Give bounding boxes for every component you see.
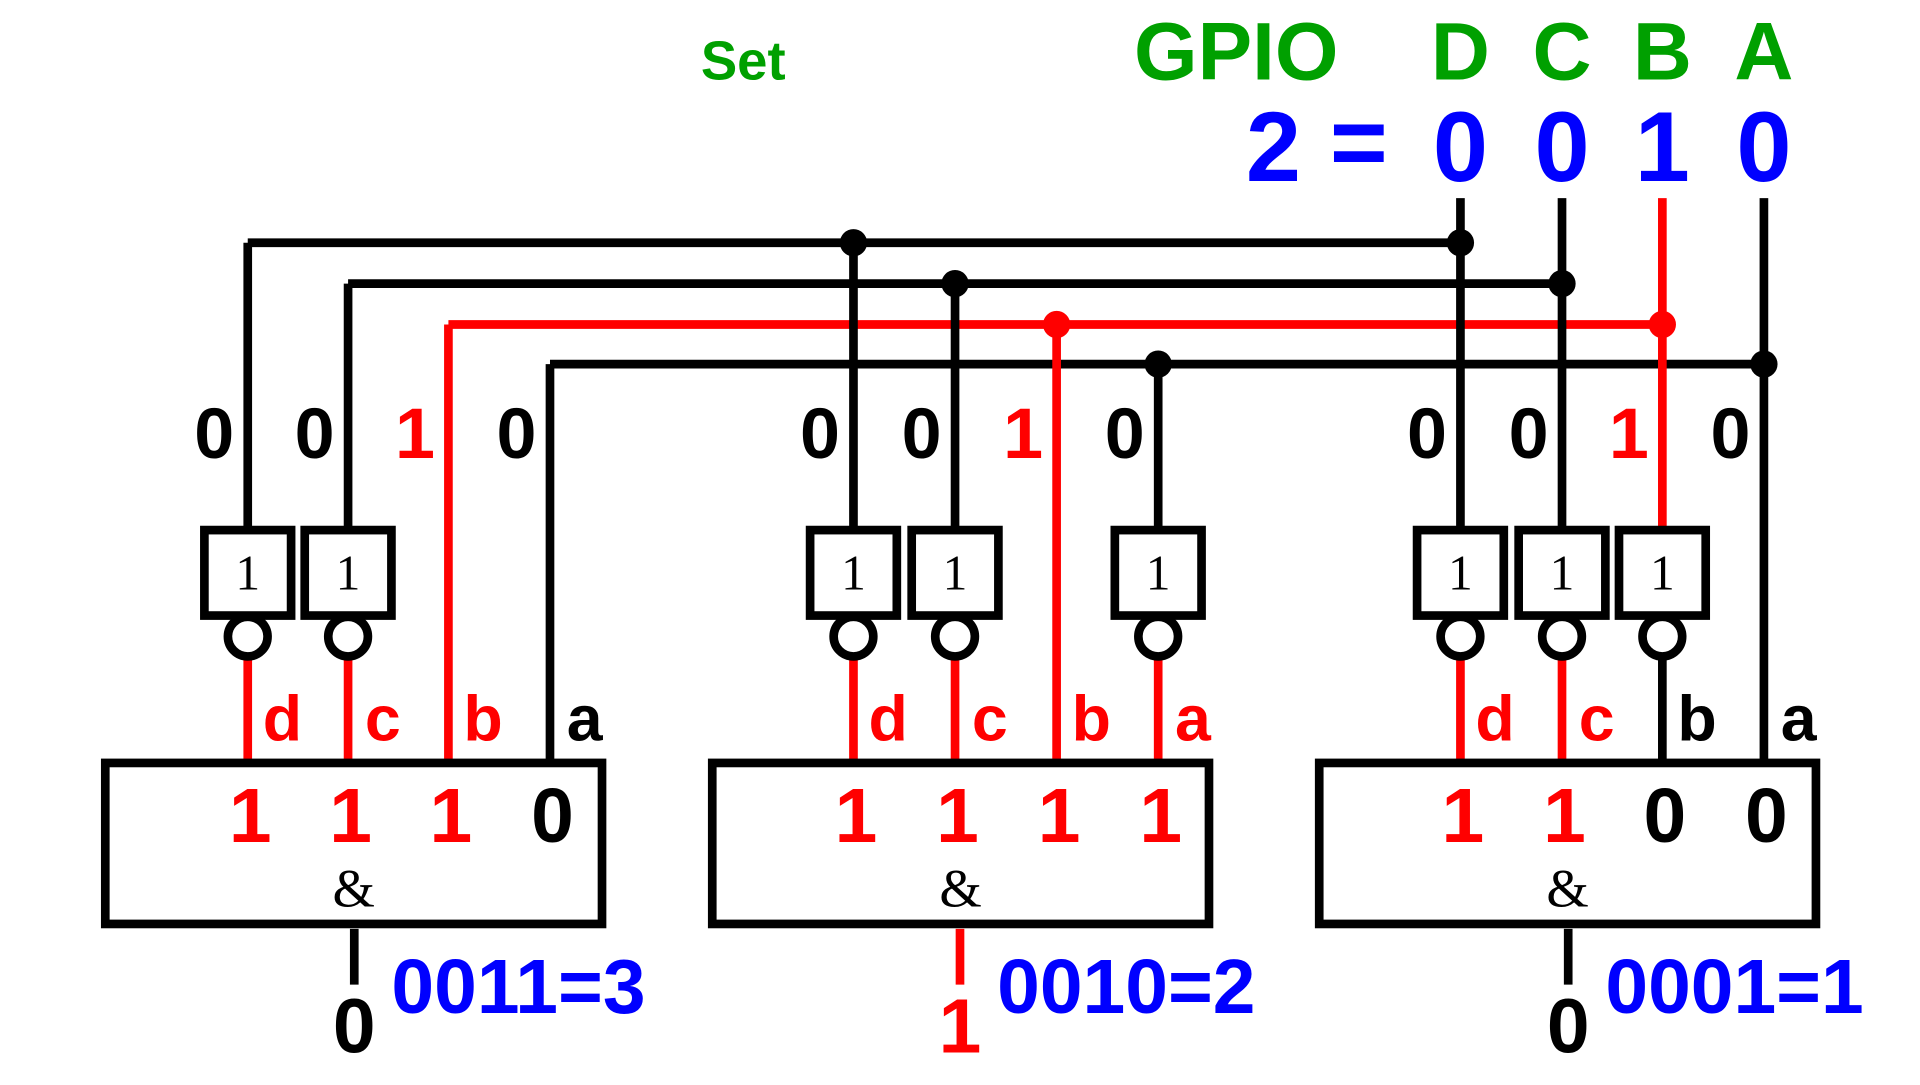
inverter-label: 1 [235,546,260,601]
gpio-pin-name-d: D [1431,6,1490,97]
set-label: Set [701,30,786,91]
decoder-2-and-input-value: 1 [835,773,878,859]
gpio-pin-name-b: B [1633,6,1692,97]
inverter-label: 1 [1550,546,1575,601]
inverter-bubble [930,612,980,661]
decoder-3-input-label: a [1781,683,1818,755]
junction-dot [839,229,868,257]
and-gate [707,758,1214,929]
and-gate-symbol: & [1546,858,1588,919]
inverter-label: 1 [841,546,866,601]
junction-layer [839,229,1778,378]
decoder-1-and-input-value: 0 [531,773,574,859]
gpio-decimal-value: 2 [1246,91,1301,202]
decoder-2-bus-value: 0 [1105,394,1145,474]
junction-dot [941,270,969,298]
junction-dot [1446,229,1475,257]
decoder-2-and-input-value: 1 [1038,773,1081,859]
decoder-1-input-label: b [463,683,502,755]
decoder-3-and-input-value: 0 [1643,773,1686,859]
junction-dot [1144,350,1172,378]
decoder-3-input-label: b [1677,683,1716,755]
decoder-2-bus-value: 1 [1003,394,1043,474]
junction-dot [1042,310,1071,339]
inverter-bubble [1537,612,1587,661]
decoder-2-input-label: d [868,683,907,755]
gpio-pin-value-b: 1 [1635,91,1690,202]
decoder-2-bus-value: 0 [902,394,942,474]
inverter-label: 1 [1448,546,1473,601]
decoder-3-input-label: d [1475,683,1514,755]
and-gate-symbol: & [939,858,981,919]
gpio-pin-value-c: 0 [1534,91,1589,202]
inverter-label: 1 [943,546,968,601]
inverter-bubble [829,612,878,661]
decoder-1-bus-value: 0 [194,394,234,474]
inverter-gate [1614,525,1711,620]
decoder-2-and-input-value: 1 [1139,773,1182,859]
inverter-label: 1 [1146,546,1171,601]
junction-dot [1548,270,1576,298]
decoder-2-and-input-value: 1 [936,773,979,859]
decoder-3-bus-value: 0 [1407,394,1447,474]
decoder-2-output-value: 1 [939,984,982,1070]
decoder-2-address-label: 0010=2 [997,944,1255,1030]
decoder-1-input-label: d [263,683,302,755]
decoder-1-input-label: a [567,683,604,755]
inverter-label: 1 [336,546,361,601]
decoder-1-and-input-value: 1 [229,773,272,859]
inverter-bubble [1134,612,1183,661]
gpio-pin-value-d: 0 [1433,91,1488,202]
inverter-bubble [1638,612,1687,661]
decoder-1-input-label: c [365,683,401,755]
inverter-bubble [223,612,272,661]
inverter-bubble [323,612,373,661]
decoder-2-bus-value: 0 [800,394,840,474]
gpio-equals-sign: = [1330,86,1388,197]
gpio-pin-value-a: 0 [1736,91,1791,202]
and-gate [100,758,607,929]
junction-dot [1750,350,1778,378]
decoder-3-bus-value: 0 [1509,394,1549,474]
decoder-2-input-label: c [972,683,1008,755]
decoder-1-and-input-value: 1 [329,773,372,859]
inverter-gate [200,525,296,620]
and-gate [1314,758,1821,929]
decoder-1-bus-value: 0 [497,394,537,474]
inverter-label: 1 [1650,546,1675,601]
decoder-1-output-value: 0 [333,984,376,1070]
decoder-3-address-label: 0001=1 [1605,944,1863,1030]
decoder-3-and-input-value: 0 [1745,773,1788,859]
decoder-3-and-input-value: 1 [1543,773,1586,859]
inverter-bubble [1436,612,1485,661]
decoder-3-input-label: c [1579,683,1615,755]
decoder-3-bus-value: 0 [1710,394,1750,474]
gpio-pin-name-a: A [1734,6,1793,97]
and-gate-symbol: & [332,858,374,919]
decoder-3-bus-value: 1 [1609,394,1649,474]
decoder-1-address-label: 0011=3 [391,944,645,1030]
decoder-2-input-label: a [1175,683,1212,755]
decoder-1-bus-value: 1 [395,394,435,474]
decoder-1-and-input-value: 1 [430,773,473,859]
decoder-3-and-input-value: 1 [1442,773,1485,859]
gpio-label: GPIO [1134,6,1338,97]
inverter-gate [907,525,1003,620]
decoder-1-bus-value: 0 [295,394,335,474]
decoder-3-output-value: 0 [1547,984,1590,1070]
gpio-pin-name-c: C [1532,6,1591,97]
decoder-2-input-label: b [1072,683,1111,755]
junction-dot [1648,310,1676,339]
